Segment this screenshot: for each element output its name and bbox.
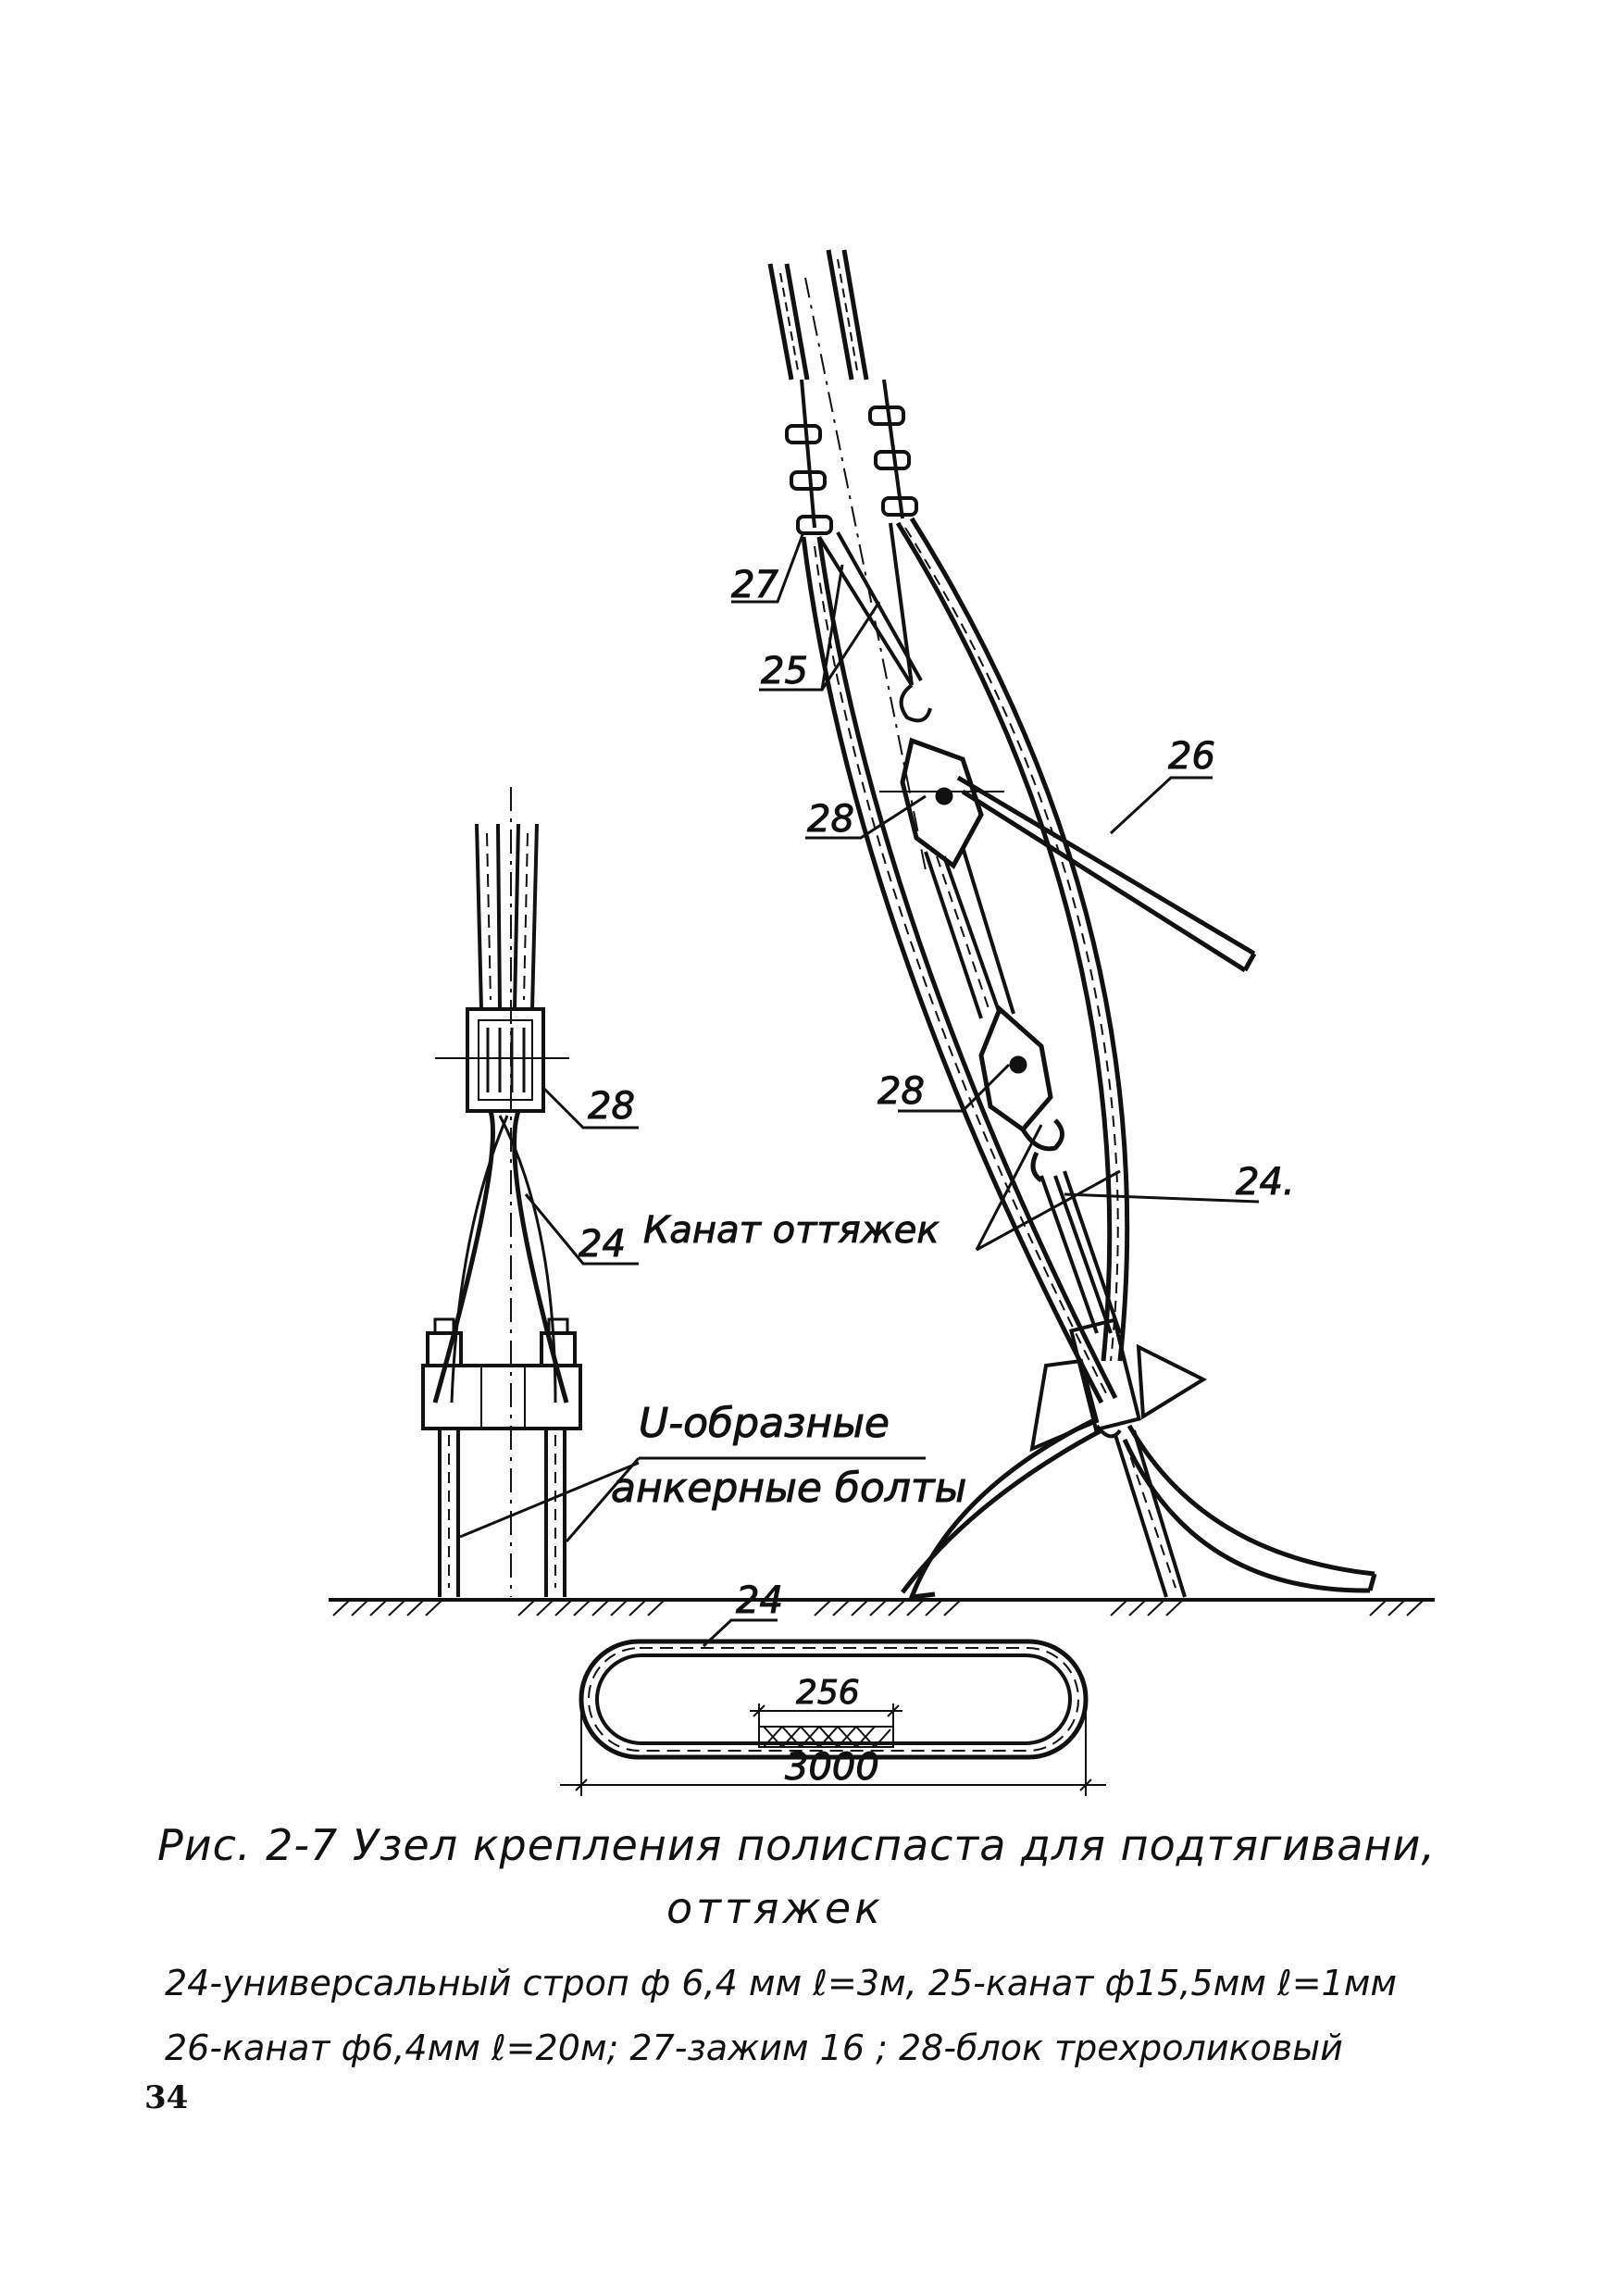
left-sling-24 — [432, 1110, 569, 1404]
dimension-3000 — [560, 1700, 1106, 1796]
left-leaders — [459, 1086, 926, 1542]
lower-pulley-block — [978, 1004, 1064, 1183]
label-rope-26: 26 — [1168, 735, 1215, 778]
label-u-bolts-line1: U-образные — [639, 1400, 890, 1447]
sling-clamp-hatch — [758, 1726, 894, 1748]
upper-pulley-block — [879, 737, 1004, 869]
label-rope-25: 25 — [761, 650, 808, 693]
figure-caption-title: Рис. 2-7 Узел крепления полиспаста для п… — [157, 1820, 1436, 1870]
right-anchor-fitting — [1029, 1317, 1208, 1453]
label-dim-3000: 3000 — [785, 1746, 879, 1789]
rope-clamps-27 — [785, 379, 918, 535]
legend-line-2: 26-канат ф6,4мм ℓ=20м; 27-зажим 16 ; 28-… — [165, 2028, 1343, 2068]
left-pulley-block — [435, 1007, 569, 1113]
rope-25 — [817, 522, 932, 723]
label-left-sling-24: 24 — [579, 1223, 626, 1266]
dimension-256 — [750, 1703, 902, 1727]
label-dim-256: 256 — [796, 1674, 860, 1712]
spreader-legs — [901, 1418, 1377, 1600]
label-left-block-28: 28 — [588, 1085, 635, 1128]
u-bolts — [438, 1429, 566, 1597]
right-leaders — [731, 531, 1260, 1252]
label-sling-detail-24: 24 — [736, 1579, 783, 1622]
label-u-bolts-line2: анкерные болты — [611, 1465, 966, 1512]
sling-detail: 24 256 3000 — [560, 1579, 1106, 1796]
ground-line — [329, 1598, 1435, 1616]
label-right-sling-24: 24. — [1236, 1161, 1295, 1204]
rope-26 — [956, 775, 1257, 973]
label-guy-rope: Канат оттяжек — [643, 1209, 940, 1252]
page-number: 34 — [144, 2079, 189, 2116]
label-upper-block-28: 28 — [807, 798, 854, 841]
legend-line-1: 24-универсальный строп ф 6,4 мм ℓ=3м, 25… — [165, 1963, 1398, 2003]
guy-rope-loops — [801, 517, 1130, 1404]
anchor-rod — [1114, 1429, 1187, 1598]
left-assembly: 28 24 U-образные анкерные болты — [421, 787, 967, 1597]
main-guy-ropes — [767, 249, 927, 871]
right-assembly: 27 25 26 28 28 Канат оттяжек 24. — [643, 249, 1377, 1600]
anchor-plate — [421, 1317, 582, 1430]
tackle-ropes — [924, 846, 1015, 1019]
figure-caption-title-cont: оттяжек — [666, 1883, 884, 1933]
left-upper-ropes — [475, 823, 539, 1010]
label-clamp-27: 27 — [731, 564, 778, 606]
label-lower-block-28: 28 — [877, 1070, 925, 1113]
